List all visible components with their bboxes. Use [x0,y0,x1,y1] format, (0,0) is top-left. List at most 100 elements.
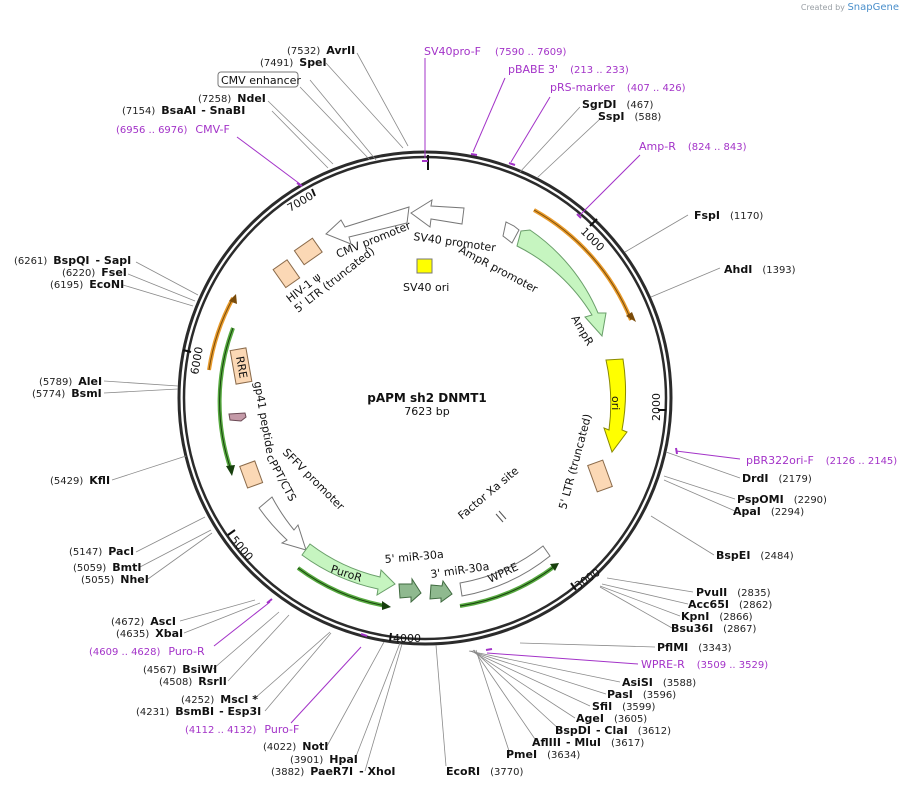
cmv-promoter-arrow[interactable] [325,206,410,245]
wpre-box[interactable] [459,545,551,597]
primer-marks [266,153,678,651]
left-green-arc-core [219,327,234,471]
site-pvuii[interactable]: PvuII(2835) [696,586,771,599]
credit-prefix: Created by [800,3,845,12]
site-msci[interactable]: (4252)MscI * [181,693,258,706]
primer-pbabe-3[interactable]: pBABE 3'(213 .. 233) [508,63,629,76]
site-bmti[interactable]: (5059)BmtI [73,561,141,574]
primer-sv40pro-f[interactable]: SV40pro-F(7590 .. 7609) [424,45,567,58]
ltr-right-box[interactable] [587,459,613,493]
plasmid-name: pAPM sh2 DNMT1 [367,391,486,405]
site-paci[interactable]: (5147)PacI [69,545,134,558]
site-kfli[interactable]: (5429)KflI [50,474,110,487]
primer-wpre-r[interactable]: WPRE-R(3509 .. 3529) [641,658,768,671]
site-acc65i[interactable]: Acc65I(2862) [688,598,772,611]
svg-text:4000: 4000 [393,632,421,645]
sffv-promoter-arrow[interactable] [258,496,307,551]
svg-text:2000: 2000 [650,393,663,421]
puror-label: PuroR [329,562,364,584]
site-bsu36i[interactable]: Bsu36I(2867) [671,622,757,635]
site-econi[interactable]: (6195)EcoNI [50,278,124,291]
site-sfii[interactable]: SfiI(3599) [592,700,656,713]
site-ahdi[interactable]: AhdI(1393) [724,263,796,276]
ltr-left-box[interactable] [272,259,301,289]
gp41-arrow[interactable] [228,412,247,422]
left-orange-arc-core [208,297,234,371]
puror-green-arrowhead [382,601,391,610]
left-green-arrowhead [226,465,235,476]
site-bsmi[interactable]: (5774)BsmI [32,387,102,400]
rre-label: RRE [233,355,250,379]
site-pspomi[interactable]: PspOMI(2290) [737,493,827,506]
primer-amp-r[interactable]: Amp-R(824 .. 843) [639,140,747,153]
left-orange-arrowhead [229,294,237,304]
wpre-green-arrowhead [550,563,559,571]
site-bsiwi[interactable]: (4567)BsiWI [143,663,217,676]
tick-3000: 3000 [570,566,603,593]
primer-leader-lines [213,58,741,724]
site-apai[interactable]: ApaI(2294) [733,505,804,518]
sv40-promoter-label: SV40 promoter [413,230,498,254]
site-spei[interactable]: (7491)SpeI [260,56,327,69]
rre-box[interactable] [229,347,253,385]
puror-arrow[interactable] [301,543,396,596]
svg-text:6000: 6000 [188,346,206,376]
site-agei[interactable]: AgeI(3605) [576,712,647,725]
ori-arrow[interactable] [603,358,628,454]
sv40-promoter-arrow[interactable] [410,198,465,228]
puror-green-arc-core [297,567,387,607]
site-paer7i[interactable]: (3882)PaeR7I- XhoI [271,765,396,778]
site-fsei[interactable]: (6220)FseI [62,266,127,279]
svg-text:3000: 3000 [572,566,602,593]
site-bsaai[interactable]: (7154)BsaAI- SnaBI [122,104,245,117]
site-xbai[interactable]: (4635)XbaI [116,627,183,640]
sv40-ori-label: SV40 ori [403,281,449,294]
site-alei[interactable]: (5789)AleI [39,375,102,388]
site-pflmi[interactable]: PflMI(3343) [657,641,732,654]
snapgene-credit: Created by SnapGene [801,2,899,13]
wpre-green-arc-core [459,565,556,607]
site-kpni[interactable]: KpnI(2866) [681,610,753,623]
site-ndei[interactable]: (7258)NdeI [198,92,266,105]
site-asci[interactable]: (4672)AscI [111,615,176,628]
gp41-label: gp41 peptide [251,380,277,455]
sv40-ori-box[interactable] [416,258,433,274]
primer-puro-f[interactable]: (4112 .. 4132)Puro-F [185,723,299,736]
site-asisi[interactable]: AsiSI(3588) [622,676,696,689]
site-hpai[interactable]: (3901)HpaI [290,753,358,766]
site-avrii[interactable]: (7532)AvrII [287,44,355,57]
site-fspi[interactable]: FspI(1170) [694,209,763,222]
site-sgrdi[interactable]: SgrDI(467) [582,98,653,111]
tick-5000: 5000 [227,529,256,563]
cmv-enhancer-box[interactable] [217,71,299,88]
site-pasi[interactable]: PasI(3596) [607,688,676,701]
tick-2000: 2000 [650,393,666,421]
cmv-enhancer-label: CMV enhancer [221,74,301,87]
mir30a-5-arrow[interactable] [398,577,422,604]
site-ecori[interactable]: EcoRI(3770) [446,765,524,778]
factor-xa-mark-1 [495,513,504,523]
mir30a-3-arrow[interactable] [429,579,453,603]
site-bspei[interactable]: BspEI(2484) [716,549,794,562]
site-noti[interactable]: (4022)NotI [263,740,328,753]
plasmid-size: 7623 bp [404,405,449,418]
ampr-arrow[interactable] [516,229,607,338]
primer-pbr322ori-f[interactable]: pBR322ori-F(2126 .. 2145) [746,454,897,467]
hiv-psi-box[interactable] [293,237,323,266]
site-rsrii[interactable]: (4508)RsrII [159,675,227,688]
primer-cmv-f[interactable]: (6956 .. 6976)CMV-F [116,123,230,136]
ltr-right-label: 5' LTR (truncated) [556,413,594,511]
site-afliii[interactable]: AflIII- MluI(3617) [532,736,644,749]
site-pmei[interactable]: PmeI(3634) [506,748,580,761]
primer-prs-marker[interactable]: pRS-marker(407 .. 426) [550,81,686,94]
site-bsmbi[interactable]: (4231)BsmBI- Esp3I [136,705,261,718]
leader-lines [103,52,741,772]
ampr-promoter-arrow[interactable] [502,221,520,244]
site-nhei[interactable]: (5055)NheI [81,573,149,586]
site-bspdi[interactable]: BspDI- ClaI(3612) [555,724,671,737]
site-sspi[interactable]: SspI(588) [598,110,661,123]
cppt-box[interactable] [239,460,264,489]
site-drdi[interactable]: DrdI(2179) [742,472,812,485]
primer-puro-r[interactable]: (4609 .. 4628)Puro-R [89,645,205,658]
site-bspqi[interactable]: (6261)BspQI- SapI [14,254,131,267]
